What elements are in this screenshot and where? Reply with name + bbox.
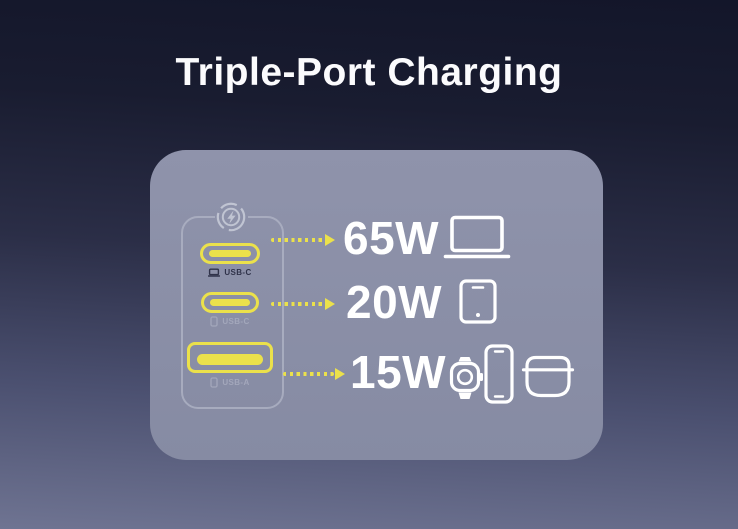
usb-c-pin xyxy=(209,250,251,257)
phone-mini-icon xyxy=(210,377,218,388)
usb-c-port-2-label: USB-C xyxy=(186,316,274,327)
wattage-65w: 65W xyxy=(343,212,440,264)
arrow-dots xyxy=(271,238,324,242)
arrow-head-icon xyxy=(325,234,335,246)
earbuds-case-icon xyxy=(521,355,575,398)
arrow-port3-to-15w xyxy=(283,367,345,381)
charger-outline xyxy=(181,202,284,409)
wattage-20w: 20W xyxy=(346,276,443,328)
usb-c-port-1 xyxy=(200,243,260,264)
port-label-text: USB-C xyxy=(224,268,252,277)
page-title: Triple-Port Charging xyxy=(175,51,563,94)
phone-mini-icon xyxy=(210,316,218,327)
charging-diagram-card: USB-C USB-C USB-A xyxy=(150,150,603,460)
usb-c-pin xyxy=(210,299,250,306)
arrow-dots xyxy=(283,372,334,376)
usb-c-port-2 xyxy=(201,292,259,313)
tablet-icon xyxy=(459,279,497,324)
laptop-icon xyxy=(443,215,511,259)
usb-a-port xyxy=(187,342,273,373)
phone-icon xyxy=(484,344,514,404)
arrow-head-icon xyxy=(325,298,335,310)
usb-c-port-1-label: USB-C xyxy=(186,268,274,277)
arrow-port2-to-20w xyxy=(271,297,335,311)
arrow-dots xyxy=(271,302,324,306)
port-label-text: USB-C xyxy=(222,317,250,326)
laptop-mini-icon xyxy=(208,268,221,277)
arrow-port1-to-65w xyxy=(271,233,335,247)
arrow-head-icon xyxy=(335,368,345,380)
usb-a-pin xyxy=(197,354,263,365)
wattage-15w: 15W xyxy=(350,346,447,398)
smartwatch-icon xyxy=(449,357,483,399)
port-label-text: USB-A xyxy=(222,378,250,387)
fast-charge-icon xyxy=(216,202,246,232)
usb-a-port-label: USB-A xyxy=(186,377,274,388)
